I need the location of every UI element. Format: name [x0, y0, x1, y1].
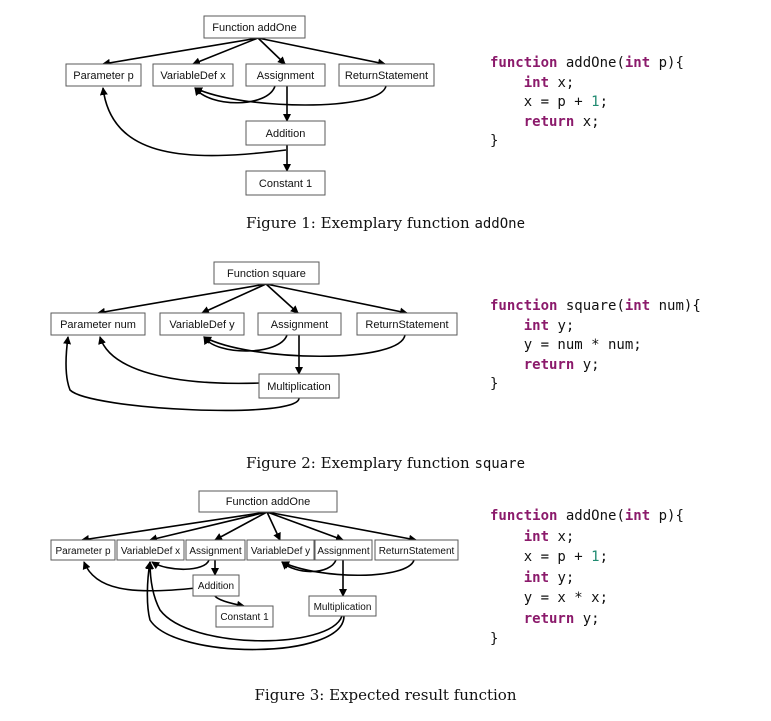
f3-node-variabledef-y: VariableDef y	[246, 539, 315, 561]
f1-node-variabledef-x-label: VariableDef x	[160, 70, 226, 82]
f2-node-assignment: Assignment	[257, 312, 342, 336]
f3-node-constant-1: Constant 1	[215, 605, 274, 628]
f1-node-returnstatement: ReturnStatement	[338, 63, 435, 87]
f3-ref-add-param	[82, 561, 197, 592]
f1-edge-root-ret	[257, 37, 386, 67]
f1-edge-root-param	[102, 37, 259, 67]
f3-node-variabledef-x: VariableDef x	[116, 539, 185, 561]
f3-edge-add-const	[214, 595, 245, 609]
f1-node-addition: Addition	[245, 120, 326, 146]
f3-node-addition-label: Addition	[198, 581, 234, 592]
f3-edge-root-assign1	[214, 511, 268, 541]
f3-node-returnstatement: ReturnStatement	[374, 539, 459, 561]
f2-ref-ret-vardef	[203, 334, 406, 358]
f2-edge-root-param	[97, 283, 267, 316]
figure1-caption-text: Figure 1: Exemplary function	[245, 214, 475, 232]
figure3-caption: Figure 3: Expected result function	[254, 686, 517, 704]
f3-ref-assign1-vardefx	[151, 559, 210, 571]
f2-node-parameter-num-label: Parameter num	[60, 319, 136, 331]
f1-node-parameter-p: Parameter p	[65, 63, 142, 87]
f1-node-returnstatement-label: ReturnStatement	[345, 70, 428, 82]
f2-node-function-square-label: Function square	[227, 268, 306, 280]
f3-node-variabledef-x-label: VariableDef x	[121, 546, 180, 557]
f3-node-variabledef-y-label: VariableDef y	[251, 546, 310, 557]
f2-node-variabledef-y: VariableDef y	[159, 312, 245, 336]
f3-edge-root-ret	[266, 511, 417, 543]
f1-node-addition-label: Addition	[266, 128, 306, 140]
f2-node-function-square: Function square	[213, 261, 320, 285]
f3-ref-mult-vardefx-1	[146, 561, 343, 642]
f3-node-multiplication: Multiplication	[308, 595, 377, 617]
f2-node-returnstatement-label: ReturnStatement	[365, 319, 448, 331]
f3-node-addition: Addition	[192, 574, 240, 597]
f1-edge-root-vardef	[192, 37, 259, 66]
f2-edge-root-vardef	[201, 283, 267, 314]
f3-node-assignment-1-label: Assignment	[189, 546, 241, 557]
f3-edge-root-vardefy	[266, 511, 281, 541]
f2-ref-mult-param-1	[98, 336, 261, 385]
f1-node-constant-1: Constant 1	[245, 170, 326, 196]
figure3-diagram: Function addOne Parameter p VariableDef …	[50, 490, 459, 651]
f3-edge-root-param	[81, 511, 268, 543]
figure2-caption-text: Figure 2: Exemplary function	[245, 454, 475, 472]
f1-ref-ret-vardef	[194, 85, 387, 106]
figure1-caption: Figure 1: Exemplary function addOne	[0, 214, 771, 232]
f3-node-parameter-p: Parameter p	[50, 539, 116, 561]
f1-node-parameter-p-label: Parameter p	[73, 70, 134, 82]
figure3-code: function addOne(int p){ int x; x = p + 1…	[490, 508, 684, 647]
f3-node-constant-1-label: Constant 1	[220, 612, 269, 623]
f3-node-assignment-2-label: Assignment	[317, 546, 369, 557]
f3-edge-root-vardefx	[149, 511, 268, 543]
f1-node-variabledef-x: VariableDef x	[152, 63, 234, 87]
f2-node-variabledef-y-label: VariableDef y	[169, 319, 235, 331]
f3-node-function-addone-label: Function addOne	[226, 496, 310, 508]
f3-node-parameter-p-label: Parameter p	[55, 546, 110, 557]
f1-node-function-addone-label: Function addOne	[212, 22, 296, 34]
f2-edge-root-assign	[265, 283, 299, 314]
f3-ref-ret-vardefy	[281, 559, 415, 577]
figure1-caption-code: addOne	[474, 216, 526, 232]
f1-ref-add-param	[99, 87, 287, 157]
figure2-caption: Figure 2: Exemplary function square	[0, 454, 771, 472]
f2-node-multiplication-label: Multiplication	[267, 381, 331, 393]
f3-node-multiplication-label: Multiplication	[314, 602, 372, 613]
f1-node-constant-1-label: Constant 1	[259, 178, 312, 190]
f1-ref-assign-vardef	[194, 85, 276, 104]
f3-node-assignment-1: Assignment	[185, 539, 246, 561]
f2-node-returnstatement: ReturnStatement	[356, 312, 458, 336]
f1-node-assignment: Assignment	[245, 63, 326, 87]
f1-node-assignment-label: Assignment	[257, 70, 314, 82]
f2-ref-mult-param-2	[63, 336, 300, 412]
figure2-diagram: Function square Parameter num VariableDe…	[50, 261, 458, 412]
f3-ref-mult-vardefx-2	[144, 561, 345, 651]
figure2-caption-code: square	[474, 456, 526, 472]
figure2-code: function square(int num){ int y; y = num…	[490, 298, 701, 392]
figure1-diagram: Function addOne Parameter p VariableDef …	[65, 15, 435, 196]
f3-edge-root-assign2	[266, 511, 344, 542]
f1-edge-root-assign	[257, 37, 286, 65]
f3-node-assignment-2: Assignment	[314, 539, 373, 561]
f2-node-multiplication: Multiplication	[258, 373, 340, 399]
f2-node-assignment-label: Assignment	[271, 319, 328, 331]
f2-node-parameter-num: Parameter num	[50, 312, 146, 336]
f1-node-function-addone: Function addOne	[203, 15, 306, 39]
figure1-code: function addOne(int p){ int x; x = p + 1…	[490, 55, 684, 149]
f3-node-returnstatement-label: ReturnStatement	[379, 546, 455, 557]
f3-node-function-addone: Function addOne	[198, 490, 338, 513]
f2-edge-root-ret	[265, 283, 408, 316]
